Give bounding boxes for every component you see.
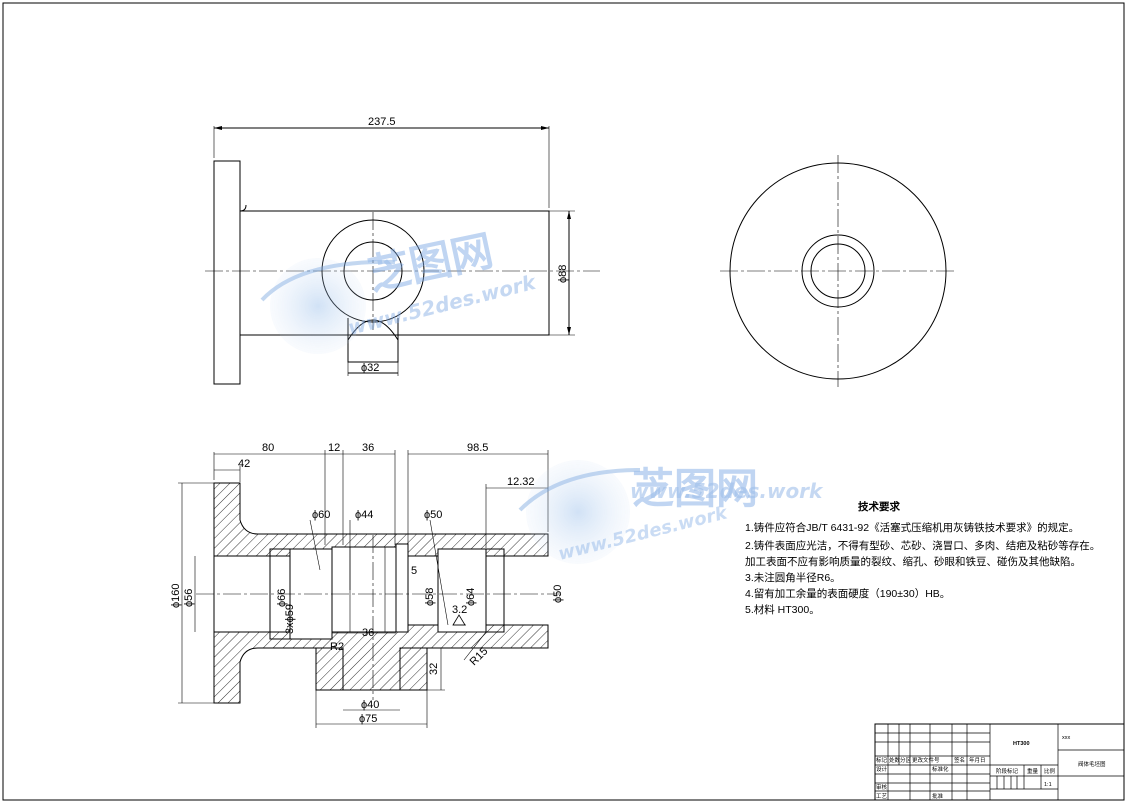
tb-drawing-name: 阀体毛坯图 bbox=[1078, 760, 1106, 768]
tb-weight: 重量 bbox=[1027, 767, 1039, 775]
dim-5: 5 bbox=[411, 565, 417, 577]
section-boss bbox=[315, 647, 344, 691]
dim-36-low: 36 bbox=[362, 627, 374, 639]
top-view bbox=[205, 126, 600, 385]
tb-process: 工艺 bbox=[876, 793, 888, 800]
dim-3-2: 3.2 bbox=[452, 604, 467, 616]
dim-36: 36 bbox=[362, 442, 374, 454]
dim-phi59: 3xϕ59 bbox=[284, 604, 296, 634]
dim-32: 32 bbox=[428, 663, 440, 675]
tech-req-item: 5.材料 HT300。 bbox=[745, 603, 820, 616]
dim-80: 80 bbox=[262, 442, 274, 454]
dim-phi44: ϕ44 bbox=[355, 509, 373, 521]
dim-dia-boss: ϕ32 bbox=[361, 362, 379, 374]
tech-req-item: 2.铸件表面应光洁，不得有型砂、芯砂、浇冒口、多肉、结疤及粘砂等存在。 bbox=[745, 539, 1100, 552]
tech-req-item: 4.留有加工余量的表面硬度（190±30）HB。 bbox=[745, 587, 950, 600]
tb-approve: 批准 bbox=[932, 792, 944, 800]
dim-12-32: 12.32 bbox=[507, 476, 535, 488]
dim-phi75: ϕ75 bbox=[359, 713, 377, 725]
dim-98-5: 98.5 bbox=[467, 442, 488, 454]
watermark-cn: 芝图网 bbox=[632, 464, 758, 513]
dim-phi56: ϕ56 bbox=[183, 589, 195, 607]
dim-phi60: ϕ60 bbox=[312, 509, 330, 521]
tb-sign: 签名 bbox=[954, 756, 965, 764]
tb-material: HT300 bbox=[1013, 741, 1030, 747]
title-block-text: 标记 处数 分区 更改文件号 签名 年月日 设计 标准化 审核 工艺 批准 阶段… bbox=[876, 735, 1106, 800]
tech-req-item: 加工表面不应有影响质量的裂纹、缩孔、砂眼和铁豆、碰伤及其他缺陷。 bbox=[745, 555, 1081, 568]
dim-phi66: ϕ66 bbox=[276, 589, 288, 607]
dim-dia-right: ϕ88 bbox=[557, 265, 569, 283]
section-view bbox=[178, 450, 560, 728]
dim-overall-length: 237.5 bbox=[368, 116, 396, 128]
dim-12: 12 bbox=[328, 442, 340, 454]
dim-phi160: ϕ160 bbox=[170, 583, 182, 608]
tb-std: 标准化 bbox=[932, 765, 949, 773]
dim-phi40: ϕ40 bbox=[361, 699, 379, 711]
tb-mark: 标记 bbox=[876, 756, 888, 764]
tb-design: 设计 bbox=[876, 765, 888, 773]
tb-check: 审核 bbox=[876, 783, 888, 791]
dim-phi58: ϕ58 bbox=[424, 588, 436, 606]
dim-42: 42 bbox=[238, 458, 250, 470]
dim-r15: R15 bbox=[468, 645, 491, 668]
tb-date: 年月日 bbox=[969, 756, 986, 764]
dim-r2: R2 bbox=[330, 641, 344, 653]
tb-change-doc: 更改文件号 bbox=[912, 756, 940, 764]
tb-zone: 分区 bbox=[900, 756, 912, 764]
tb-scale-value: 1:1 bbox=[1044, 782, 1052, 788]
tb-stage-mark: 阶段标记 bbox=[996, 767, 1019, 775]
flange-outline bbox=[213, 160, 241, 385]
section-lower-wall bbox=[213, 624, 549, 704]
tech-req-item: 1.铸件应符合JB/T 6431-92《活塞式压缩机用灰铸铁技术要求》的规定。 bbox=[745, 521, 1079, 534]
tb-xxx: xxx bbox=[1062, 735, 1071, 741]
tb-qty: 处数 bbox=[889, 756, 901, 764]
watermark-url: www.52des.work bbox=[630, 479, 824, 503]
tb-scale: 比例 bbox=[1044, 767, 1056, 775]
dim-phi50-top: ϕ50 bbox=[424, 509, 442, 521]
dim-phi50-right: ϕ50 bbox=[552, 585, 564, 603]
dim-phi64: ϕ64 bbox=[465, 588, 477, 606]
title-block bbox=[874, 723, 1125, 801]
tech-req-title: 技术要求 bbox=[858, 500, 900, 513]
section-upper-wall bbox=[213, 482, 549, 557]
tech-req-item: 3.未注圆角半径R6。 bbox=[745, 571, 841, 584]
tech-requirements: 技术要求 1.铸件应符合JB/T 6431-92《活塞式压缩机用灰铸铁技术要求》… bbox=[745, 500, 1100, 616]
side-view bbox=[720, 155, 956, 387]
